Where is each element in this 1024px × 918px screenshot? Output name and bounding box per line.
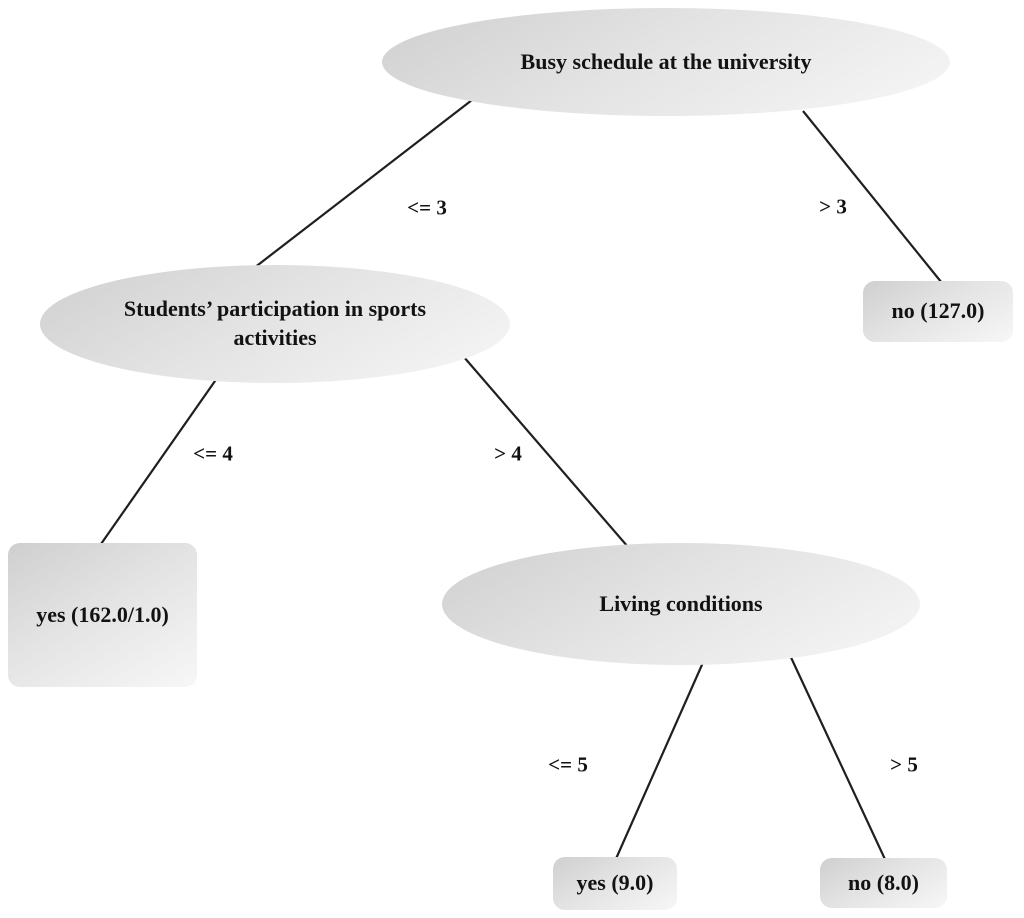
decision-node-living-conditions-label: Living conditions — [599, 590, 763, 616]
decision-node-sports-participation-label: Students’ participation in sports activi… — [123, 296, 427, 350]
edge-label-le-5: <= 5 — [548, 752, 588, 777]
leaf-node-no-8: no (8.0) — [820, 858, 947, 908]
edge-label-le-3: <= 3 — [407, 195, 447, 220]
leaf-node-yes-162-label: yes (162.0/1.0) — [36, 601, 169, 627]
edge-label-gt-4: > 4 — [494, 441, 522, 466]
leaf-node-yes-9-label: yes (9.0) — [576, 870, 654, 896]
edge-label-gt-3: > 3 — [819, 194, 847, 219]
edge-line-sports-to-living — [456, 348, 642, 563]
leaf-node-no-127: no (127.0) — [863, 281, 1013, 342]
decision-node-busy-schedule-label: Busy schedule at the university — [520, 48, 812, 74]
leaf-node-yes-162: yes (162.0/1.0) — [8, 543, 197, 687]
edge-line-root-to-sports — [253, 99, 473, 269]
decision-node-busy-schedule: Busy schedule at the university — [382, 8, 950, 116]
edge-label-le-4: <= 4 — [193, 441, 233, 466]
edge-line-living-to-no8 — [787, 650, 891, 871]
edge-label-gt-5: > 5 — [890, 752, 918, 777]
decision-node-living-conditions: Living conditions — [442, 543, 920, 665]
leaf-node-yes-9: yes (9.0) — [553, 857, 677, 910]
decision-node-sports-participation: Students’ participation in sports activi… — [40, 265, 510, 383]
leaf-node-no-8-label: no (8.0) — [848, 869, 919, 895]
edge-line-living-to-yes9 — [609, 648, 711, 871]
edge-line-sports-to-yes162 — [93, 370, 223, 555]
edge-line-root-to-no127 — [802, 110, 947, 289]
leaf-node-no-127-label: no (127.0) — [891, 298, 985, 324]
